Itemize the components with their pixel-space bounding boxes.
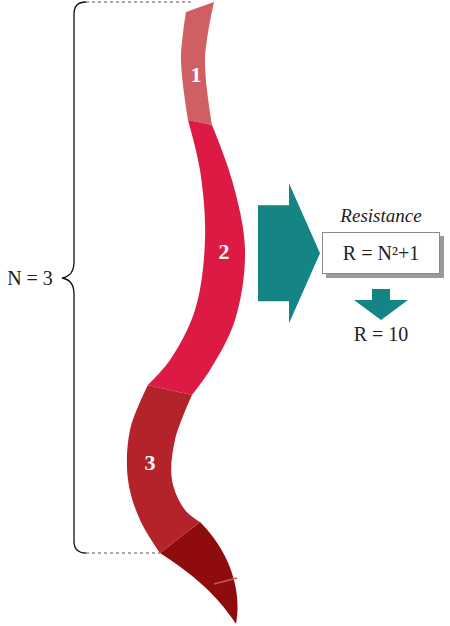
- spine-segment: 1: [176, 0, 218, 130]
- result-label: R = 10: [354, 324, 409, 344]
- curly-brace: [62, 2, 86, 553]
- segment-number: 2: [219, 241, 230, 263]
- box-heading: Resistance: [320, 205, 442, 227]
- formula-node: R = N²+1 Resistance: [320, 205, 442, 275]
- segment-shape: [125, 383, 203, 555]
- formula-text: R = N²+1: [343, 243, 419, 263]
- block-arrow: [258, 183, 320, 323]
- down-arrow: [354, 289, 408, 320]
- segment-fill: [127, 385, 200, 553]
- spine-segment: 2: [145, 118, 258, 398]
- formula-box: R = N²+1: [322, 232, 440, 274]
- segment-fill: [181, 2, 214, 125]
- dashed-guide: [86, 2, 192, 3]
- spine-segment: 3: [125, 383, 203, 555]
- segment-fill: [148, 120, 245, 395]
- dashed-guide: [86, 553, 160, 554]
- segment-number: 1: [191, 64, 202, 86]
- segment-shape: [145, 118, 258, 398]
- tail-mark: [214, 578, 237, 584]
- segment-number: 3: [145, 452, 156, 474]
- count-label: N = 3: [7, 268, 53, 288]
